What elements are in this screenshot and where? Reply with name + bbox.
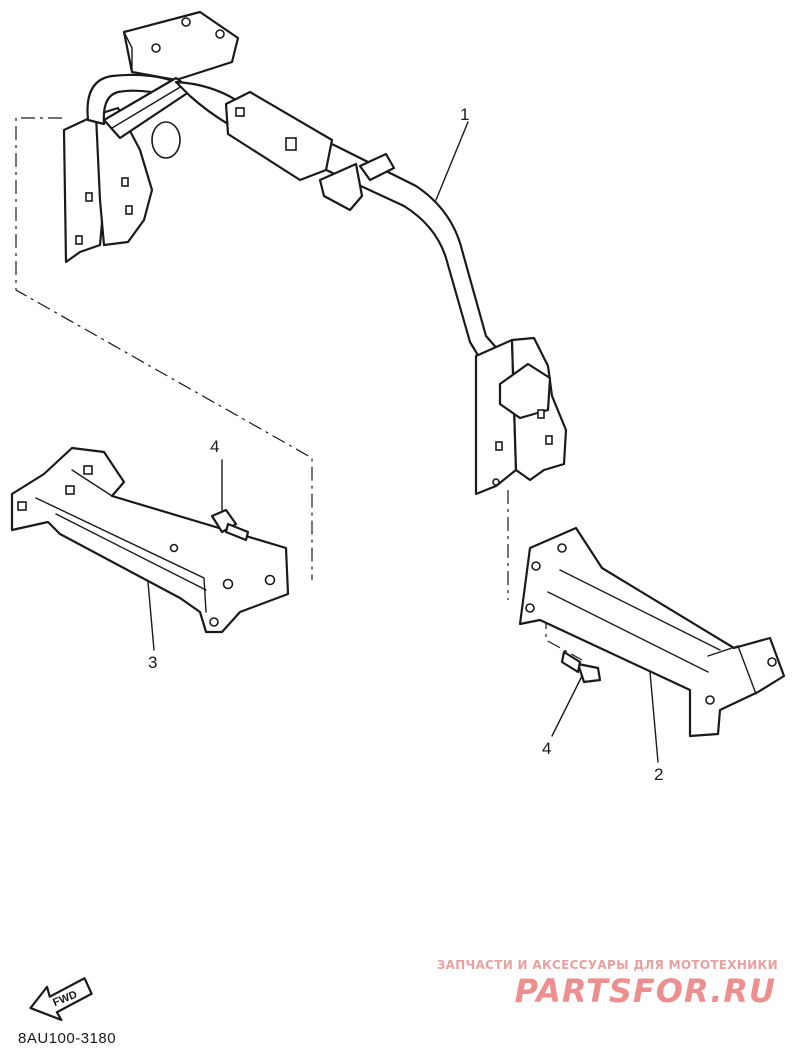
leader-lines <box>147 121 659 763</box>
fwd-arrow-icon: FWD <box>29 977 93 1022</box>
callout-3: 3 <box>148 653 157 672</box>
diagram-code: 8AU100-3180 <box>18 1030 117 1047</box>
part-4-bolt-left <box>210 508 250 542</box>
callout-4-left: 4 <box>210 437 219 456</box>
watermark-tagline: ЗАПЧАСТИ И АКСЕССУАРЫ ДЛЯ МОТОТЕХНИКИ <box>436 958 778 972</box>
part-2-right-cross-member <box>518 526 786 738</box>
watermark-logo: PARTSFOR.RU <box>514 972 776 1010</box>
part-3-left-cross-member <box>10 446 290 634</box>
callout-2: 2 <box>654 765 663 784</box>
part-1-main-frame <box>62 10 568 496</box>
callout-4-right: 4 <box>542 739 551 758</box>
callout-1: 1 <box>460 105 469 124</box>
